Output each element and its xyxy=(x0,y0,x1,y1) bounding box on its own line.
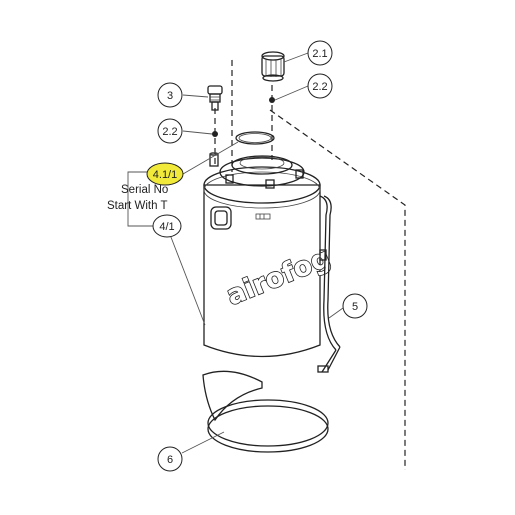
svg-text:2.2: 2.2 xyxy=(162,126,177,138)
callout-2-2-left: 2.2 xyxy=(157,118,183,144)
svg-text:6: 6 xyxy=(167,454,173,466)
svg-text:2.2: 2.2 xyxy=(312,81,327,93)
callout-5: 5 xyxy=(342,293,368,319)
callout-4-1-1-highlighted: 4.1/1 xyxy=(146,162,184,186)
cap-part xyxy=(261,51,285,82)
oring-part xyxy=(235,131,275,145)
highlight-marker xyxy=(146,162,184,186)
serial-note-line1: Serial No xyxy=(121,184,168,196)
svg-text:4.1/1: 4.1/1 xyxy=(153,169,177,181)
callout-6: 6 xyxy=(157,446,183,472)
brand-logo: airofog xyxy=(222,242,335,312)
callout-2-2-top: 2.2 xyxy=(307,73,333,99)
callout-4-1: 4/1 xyxy=(152,214,182,238)
serial-note-line2: Start With T xyxy=(107,200,168,212)
seal-part-upper xyxy=(269,97,275,103)
callout-3: 3 xyxy=(157,82,183,108)
strap-part xyxy=(317,195,341,373)
svg-text:4/1: 4/1 xyxy=(159,221,174,233)
tank-body xyxy=(203,152,321,358)
svg-text:5: 5 xyxy=(352,301,358,313)
seal-part-lower xyxy=(212,131,218,137)
leader-lines xyxy=(127,52,344,454)
svg-text:2.1: 2.1 xyxy=(312,48,327,60)
base-ring-part xyxy=(202,370,329,453)
valve-part xyxy=(207,85,223,111)
callout-2-1: 2.1 xyxy=(307,40,333,66)
svg-text:3: 3 xyxy=(167,90,173,102)
